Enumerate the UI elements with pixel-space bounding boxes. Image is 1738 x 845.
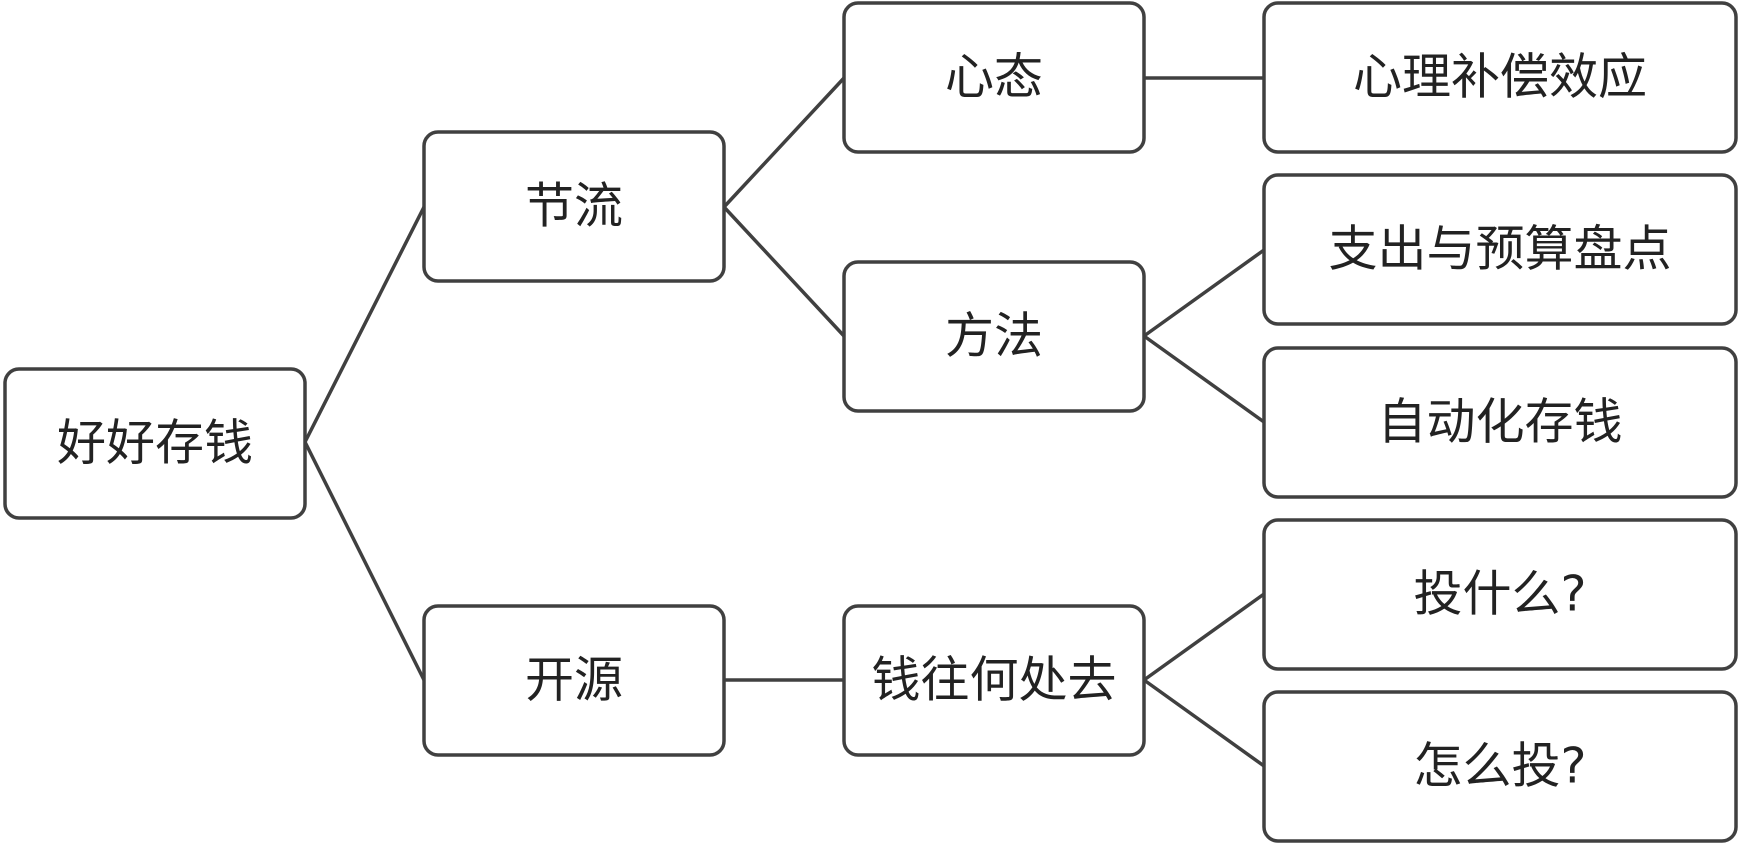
node-root: 好好存钱 bbox=[3, 367, 307, 520]
node-zenmetou: 怎么投? bbox=[1262, 690, 1738, 843]
node-jieliu: 节流 bbox=[422, 130, 726, 283]
node-xintai: 心态 bbox=[842, 1, 1146, 154]
edge-jieliu-xintai bbox=[722, 76, 846, 209]
node-qianwang: 钱往何处去 bbox=[842, 604, 1146, 757]
node-fangfa-label: 方法 bbox=[945, 308, 1043, 365]
node-zidong-label: 自动化存钱 bbox=[1377, 394, 1622, 451]
edge-root-kaiyuan bbox=[303, 440, 426, 682]
node-zhichu: 支出与预算盘点 bbox=[1262, 173, 1738, 326]
node-zenmetou-label: 怎么投? bbox=[1413, 738, 1586, 795]
node-toushenme: 投什么? bbox=[1262, 518, 1738, 671]
edge-root-jieliu bbox=[303, 205, 426, 444]
edge-fangfa-zidong bbox=[1142, 334, 1266, 424]
node-kaiyuan-label: 开源 bbox=[525, 652, 623, 709]
node-xinli: 心理补偿效应 bbox=[1262, 1, 1738, 154]
node-zhichu-label: 支出与预算盘点 bbox=[1328, 221, 1671, 278]
node-root-label: 好好存钱 bbox=[57, 415, 253, 472]
edge-qianwang-toushenme bbox=[1142, 592, 1266, 682]
node-toushenme-label: 投什么? bbox=[1413, 566, 1586, 623]
edge-qianwang-zenmetou bbox=[1142, 678, 1266, 768]
edge-fangfa-zhichu bbox=[1142, 248, 1266, 338]
edge-jieliu-fangfa bbox=[722, 205, 846, 338]
node-fangfa: 方法 bbox=[842, 260, 1146, 413]
node-zidong: 自动化存钱 bbox=[1262, 346, 1738, 499]
node-jieliu-label: 节流 bbox=[525, 178, 623, 235]
connectors bbox=[303, 76, 1266, 768]
node-xintai-label: 心态 bbox=[945, 49, 1043, 106]
node-qianwang-label: 钱往何处去 bbox=[871, 652, 1116, 709]
node-kaiyuan: 开源 bbox=[422, 604, 726, 757]
node-xinli-label: 心理补偿效应 bbox=[1353, 49, 1647, 106]
